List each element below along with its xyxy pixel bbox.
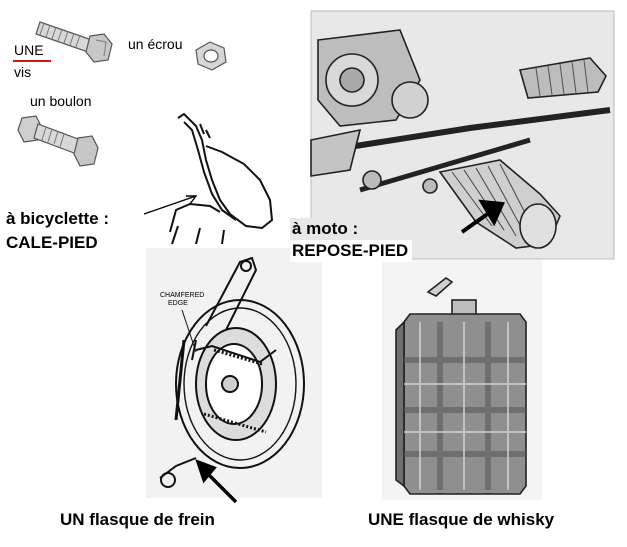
label-moto: à moto : [290,218,363,240]
label-repose-pied: REPOSE-PIED [290,240,413,262]
label-vis: vis [14,64,32,80]
une-underline [13,60,51,62]
caption-flasque-whisky: UNE flasque de whisky [368,510,555,529]
label-bicyclette: à bicyclette : [6,209,109,228]
label-boulon: un boulon [30,93,92,109]
caption-flasque-frein: UN flasque de frein [60,510,215,529]
label-cale-pied-text: CALE-PIED [6,233,98,252]
label-ecrou: un écrou [128,36,183,52]
label-chamfered-line2: EDGE [168,300,188,307]
label-chamfered-line1: CHAMFERED [160,292,205,299]
label-chamfered-edge: CHAMFERED EDGE [160,292,204,308]
label-une: UNE [14,42,44,58]
